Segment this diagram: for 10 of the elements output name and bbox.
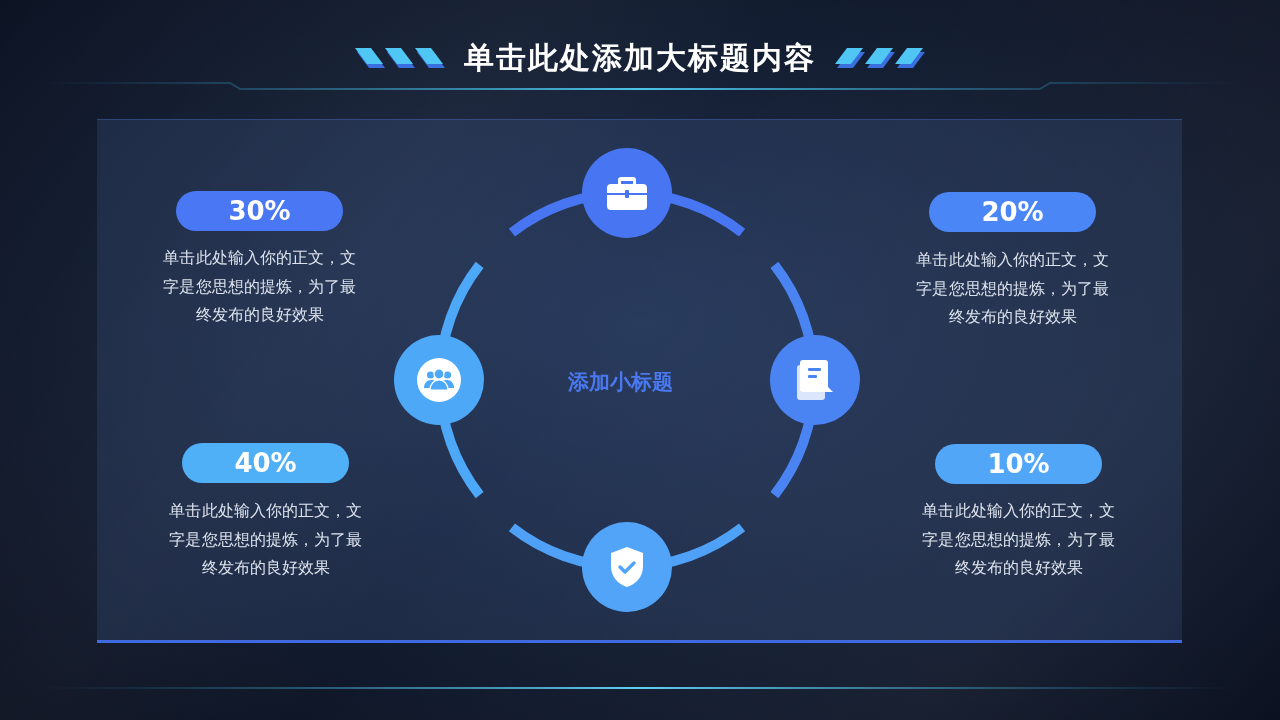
percentage-pill: 30% bbox=[176, 191, 343, 231]
body-text: 单击此处输入你的正文，文字是您思想的提炼，为了最终发布的良好效果 bbox=[915, 249, 1111, 328]
percentage-pill: 20% bbox=[929, 192, 1096, 232]
slide-title: 单击此处添加大标题内容 bbox=[464, 40, 816, 76]
subtitle-text: 添加小标题 bbox=[567, 369, 673, 396]
percentage-pill: 10% bbox=[935, 444, 1102, 484]
body-text: 单击此处输入你的正文，文字是您思想的提炼，为了最终发布的良好效果 bbox=[162, 247, 358, 326]
body-text: 单击此处输入你的正文，文字是您思想的提炼，为了最终发布的良好效果 bbox=[921, 500, 1117, 579]
body-text: 单击此处输入你的正文，文字是您思想的提炼，为了最终发布的良好效果 bbox=[168, 500, 364, 579]
percentage-pill: 40% bbox=[182, 443, 349, 483]
